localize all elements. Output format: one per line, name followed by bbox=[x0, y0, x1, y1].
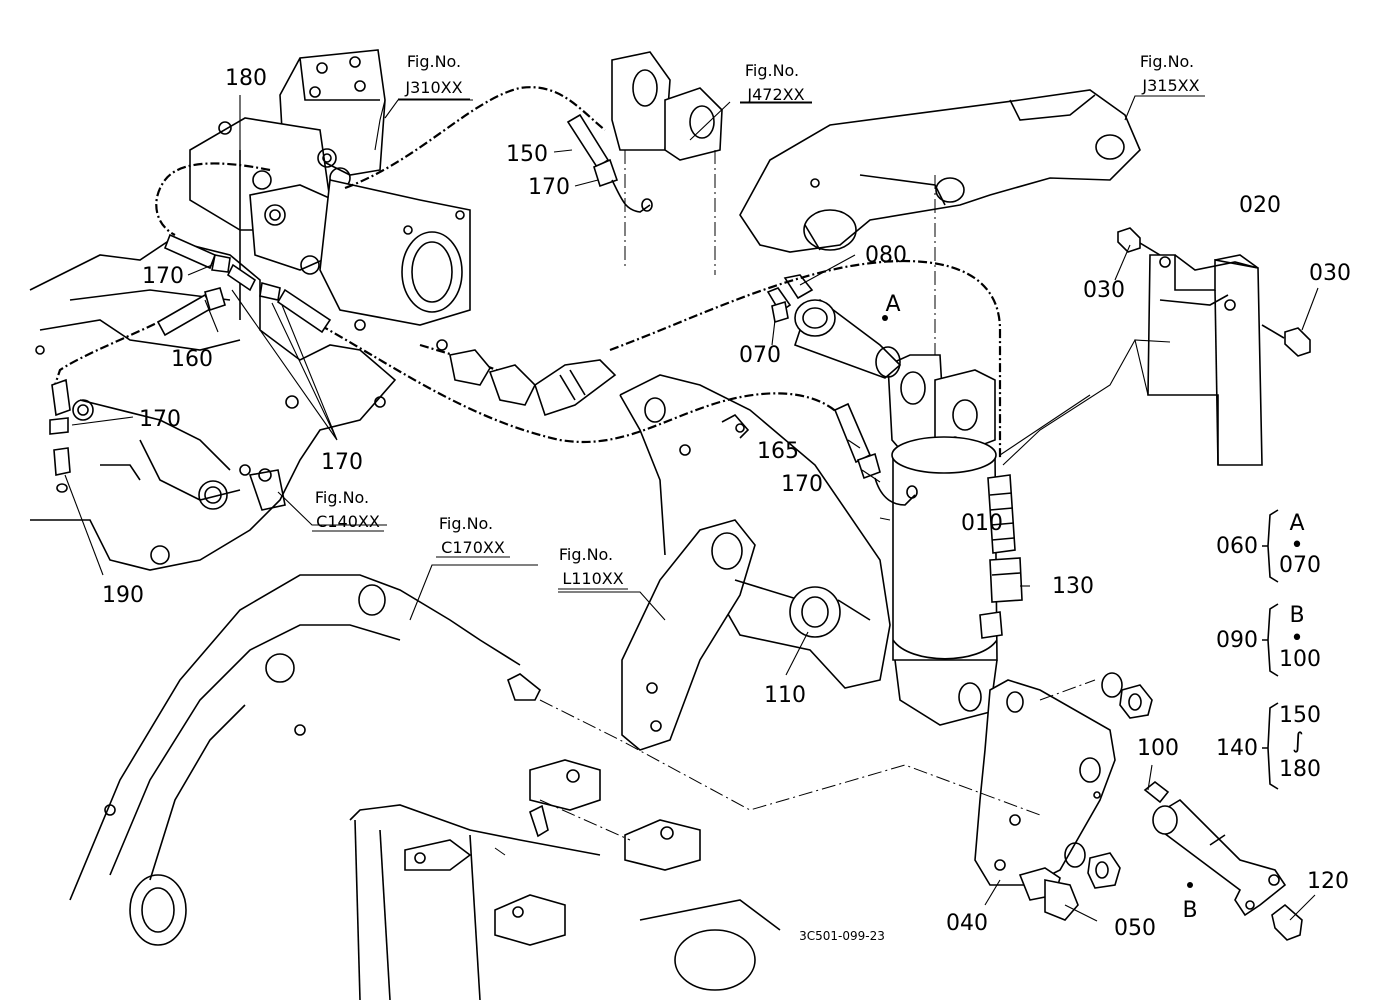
svg-text:J315XX: J315XX bbox=[1141, 76, 1199, 95]
svg-text:J310XX: J310XX bbox=[404, 78, 462, 97]
label-130: 130 bbox=[1052, 574, 1094, 599]
hose-165 bbox=[833, 402, 918, 506]
hose-160 bbox=[156, 287, 226, 337]
leader-lines bbox=[64, 95, 1319, 922]
sensor-130 bbox=[987, 474, 1023, 603]
cover-plate bbox=[1134, 254, 1263, 466]
drawing-id: 3C501-099-23 bbox=[799, 929, 885, 943]
rocker-arm bbox=[621, 519, 801, 751]
label-120: 120 bbox=[1307, 869, 1349, 894]
grease-fitting-080 bbox=[783, 274, 814, 300]
bracket-040 bbox=[974, 679, 1116, 886]
pin-a bbox=[793, 298, 902, 379]
label-150: 150 bbox=[506, 142, 548, 167]
svg-text:Fig.No.: Fig.No. bbox=[1140, 52, 1194, 71]
part-number-labels: 010 020 030 030 040 050 070 080 100 110 … bbox=[102, 66, 1351, 941]
marker-b: B bbox=[1182, 898, 1197, 923]
svg-text:140: 140 bbox=[1216, 736, 1258, 761]
label-100: 100 bbox=[1137, 736, 1179, 761]
bolt-120 bbox=[1271, 903, 1303, 941]
figref-j472xx: Fig.No. J472XX bbox=[740, 61, 812, 104]
label-170-right: 170 bbox=[781, 472, 823, 497]
figref-j315xx: Fig.No. J315XX bbox=[1135, 52, 1205, 97]
svg-text:A: A bbox=[1289, 511, 1304, 536]
figref-l110xx: Fig.No. L110XX bbox=[558, 545, 628, 590]
svg-text:100: 100 bbox=[1279, 647, 1321, 672]
svg-text:090: 090 bbox=[1216, 628, 1258, 653]
label-190: 190 bbox=[102, 583, 144, 608]
label-170-center: 170 bbox=[321, 450, 363, 475]
svg-text:150: 150 bbox=[1279, 703, 1321, 728]
plug-050 bbox=[1018, 867, 1079, 921]
label-050: 050 bbox=[1114, 916, 1156, 941]
kit-060: 060 A • 070 bbox=[1216, 509, 1321, 583]
lift-arm bbox=[739, 89, 1141, 370]
washers-nuts bbox=[1064, 672, 1153, 889]
figref-c170xx: Fig.No. C170XX bbox=[436, 514, 510, 558]
label-070: 070 bbox=[739, 343, 781, 368]
marker-a: A bbox=[885, 292, 900, 317]
svg-text:Fig.No.: Fig.No. bbox=[315, 488, 369, 507]
svg-text:Fig.No.: Fig.No. bbox=[439, 514, 493, 533]
pin-b bbox=[1152, 798, 1287, 917]
svg-text:060: 060 bbox=[1216, 534, 1258, 559]
svg-text:C140XX: C140XX bbox=[316, 512, 380, 531]
lift-support-bracket bbox=[611, 51, 723, 275]
label-040: 040 bbox=[946, 911, 988, 936]
svg-text:•: • bbox=[1291, 626, 1304, 651]
kit-legend: 060 A • 070 090 B • 100 140 150 ∫ 180 bbox=[1216, 509, 1321, 790]
figure-references: Fig.No. J310XX Fig.No. J472XX Fig.No. J3… bbox=[312, 52, 1205, 590]
svg-text:•: • bbox=[1291, 533, 1304, 558]
control-valve-assembly bbox=[189, 49, 471, 351]
figref-c140xx: Fig.No. C140XX bbox=[312, 488, 384, 532]
grease-fitting-100 bbox=[1143, 780, 1170, 804]
svg-text:L110XX: L110XX bbox=[562, 569, 623, 588]
svg-text:Fig.No.: Fig.No. bbox=[559, 545, 613, 564]
hose-180-side bbox=[163, 233, 332, 334]
cover-bolt-left bbox=[1117, 227, 1161, 256]
hose-190-end bbox=[49, 378, 71, 493]
main-housing bbox=[69, 574, 1041, 1001]
label-030-right: 030 bbox=[1309, 261, 1351, 286]
kit-090: 090 B • 100 bbox=[1216, 603, 1321, 677]
svg-text:C170XX: C170XX bbox=[441, 538, 505, 557]
svg-text:∫: ∫ bbox=[1292, 729, 1303, 754]
svg-text:070: 070 bbox=[1279, 553, 1321, 578]
quick-coupler bbox=[449, 349, 617, 417]
label-165: 165 bbox=[757, 439, 799, 464]
kit-140: 140 150 ∫ 180 bbox=[1216, 702, 1321, 790]
label-170-left: 170 bbox=[142, 264, 184, 289]
label-010: 010 bbox=[961, 511, 1003, 536]
label-160: 160 bbox=[171, 347, 213, 372]
rocker-frame bbox=[619, 374, 891, 689]
label-030-left: 030 bbox=[1083, 278, 1125, 303]
label-080: 080 bbox=[865, 243, 907, 268]
label-180: 180 bbox=[225, 66, 267, 91]
figref-j310xx: Fig.No. J310XX bbox=[398, 52, 470, 100]
label-110: 110 bbox=[764, 683, 806, 708]
cover-bolt-right bbox=[1261, 324, 1311, 357]
svg-text:180: 180 bbox=[1279, 757, 1321, 782]
svg-text:Fig.No.: Fig.No. bbox=[407, 52, 461, 71]
svg-text:B: B bbox=[1289, 603, 1304, 628]
hose-150 bbox=[566, 113, 653, 213]
svg-text:J472XX: J472XX bbox=[746, 85, 804, 104]
label-170-lower: 170 bbox=[139, 407, 181, 432]
lift-cylinder bbox=[887, 354, 1003, 726]
grease-fitting-070 bbox=[766, 287, 792, 324]
bushing-110 bbox=[789, 586, 871, 638]
label-170-top: 170 bbox=[528, 175, 570, 200]
svg-text:Fig.No.: Fig.No. bbox=[745, 61, 799, 80]
label-020: 020 bbox=[1239, 193, 1281, 218]
